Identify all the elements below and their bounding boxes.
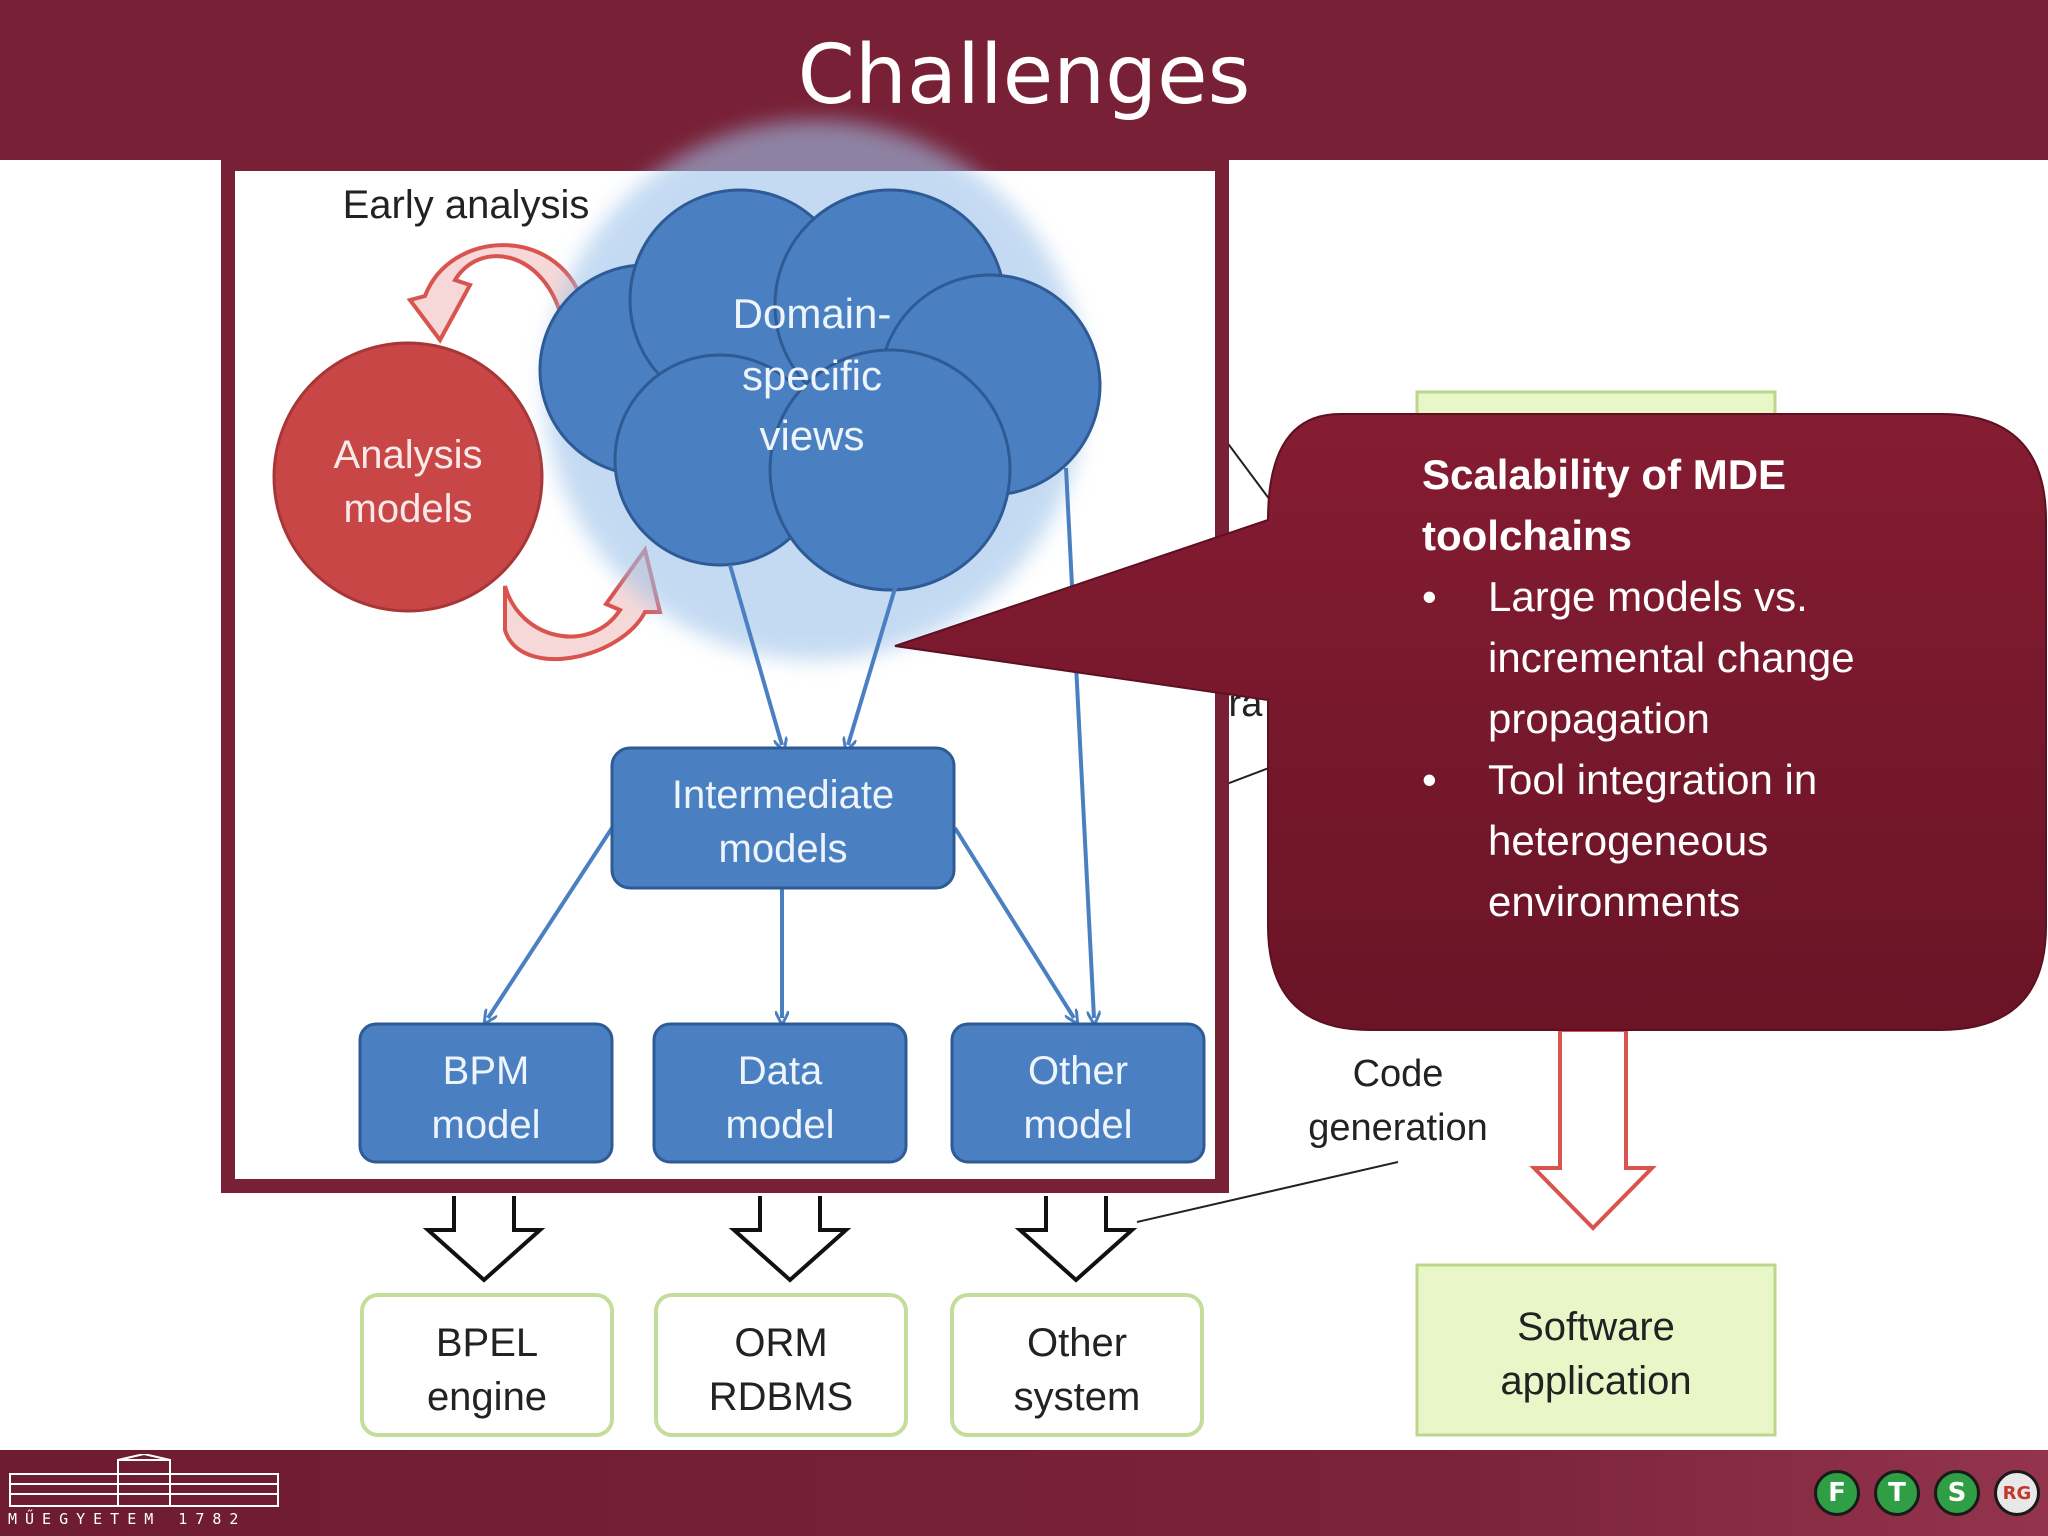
research-group-logos: F T S RG <box>1814 1470 2040 1516</box>
other-system-label: Other <box>1027 1321 1127 1365</box>
logo-s-icon: S <box>1934 1470 1980 1516</box>
analysis-models-label: Analysis <box>334 433 483 477</box>
callout-bullet-list: • Large models vs. incremental change pr… <box>1422 566 2022 932</box>
domain-views-label: specific <box>742 352 882 399</box>
domain-views-label: views <box>759 412 864 459</box>
bullet-glyph: • <box>1422 756 1437 803</box>
domain-views-cloud <box>538 120 1102 660</box>
bullet-glyph: • <box>1422 573 1437 620</box>
orm-rdbms-box <box>654 1293 908 1437</box>
bpm-model-node <box>358 1022 614 1164</box>
bpel-engine-label: BPEL <box>436 1321 538 1365</box>
callout-bullet-item: • Large models vs. incremental change pr… <box>1422 566 2022 749</box>
cycle-arrow-top <box>406 243 585 344</box>
software-application-label: application <box>1500 1359 1691 1403</box>
flow-arrow <box>488 826 614 1018</box>
data-model-label: Data <box>738 1049 823 1093</box>
other-system-box <box>950 1293 1204 1437</box>
logo-t-icon: T <box>1874 1470 1920 1516</box>
callout-bubble <box>894 413 2047 1031</box>
cycle-arrow-bottom <box>503 545 663 662</box>
software-application-label: Software <box>1517 1305 1675 1349</box>
other-model-label: model <box>1024 1103 1133 1147</box>
down-arrow <box>422 1196 546 1283</box>
bpel-engine-label: engine <box>427 1375 547 1419</box>
logo-rg-icon: RG <box>1994 1470 2040 1516</box>
orm-rdbms-label: RDBMS <box>709 1375 853 1419</box>
flow-arrow <box>1064 467 1094 1018</box>
data-model-node <box>652 1022 908 1164</box>
domain-views-label: Domain- <box>733 290 892 337</box>
flow-arrow <box>728 564 782 745</box>
bpm-model-label: BPM <box>443 1049 530 1093</box>
red-down-arrow <box>1529 1028 1657 1231</box>
other-system-label: system <box>1014 1375 1141 1419</box>
analysis-models-label: models <box>344 487 473 531</box>
flow-arrow <box>848 584 898 745</box>
orm-rdbms-label: ORM <box>734 1321 827 1365</box>
callout-bullet-item: • Tool integration in heterogeneous envi… <box>1422 749 2022 932</box>
other-model-node <box>950 1022 1206 1164</box>
code-generation-label: Code <box>1353 1053 1444 1095</box>
code-generation-label: generation <box>1308 1107 1488 1149</box>
university-building-logo <box>9 1454 279 1507</box>
down-arrow <box>728 1196 852 1283</box>
slide-header <box>0 0 2048 160</box>
bpel-engine-box <box>360 1293 614 1437</box>
data-model-label: model <box>726 1103 835 1147</box>
slide-title: Challenges <box>797 28 1251 123</box>
early-analysis-label: Early analysis <box>343 183 590 227</box>
intermediate-models-label: models <box>719 827 848 871</box>
down-arrow <box>1014 1196 1138 1283</box>
other-model-label: Other <box>1028 1049 1128 1093</box>
university-motto: MŰEGYETEM 1782 <box>8 1510 247 1528</box>
bpm-model-label: model <box>432 1103 541 1147</box>
intermediate-models-label: Intermediate <box>672 773 894 817</box>
logo-f-icon: F <box>1814 1470 1860 1516</box>
software-application-box <box>1415 1263 1777 1437</box>
slide-footer <box>0 1450 2048 1536</box>
flow-arrow <box>953 826 1074 1018</box>
callout-text: Scalability of MDE toolchains • Large mo… <box>1422 444 2022 932</box>
intermediate-models-node <box>610 746 956 890</box>
connector-line <box>1136 1161 1399 1223</box>
callout-heading: Scalability of MDE toolchains <box>1422 451 1787 559</box>
analysis-models-node <box>272 341 544 613</box>
